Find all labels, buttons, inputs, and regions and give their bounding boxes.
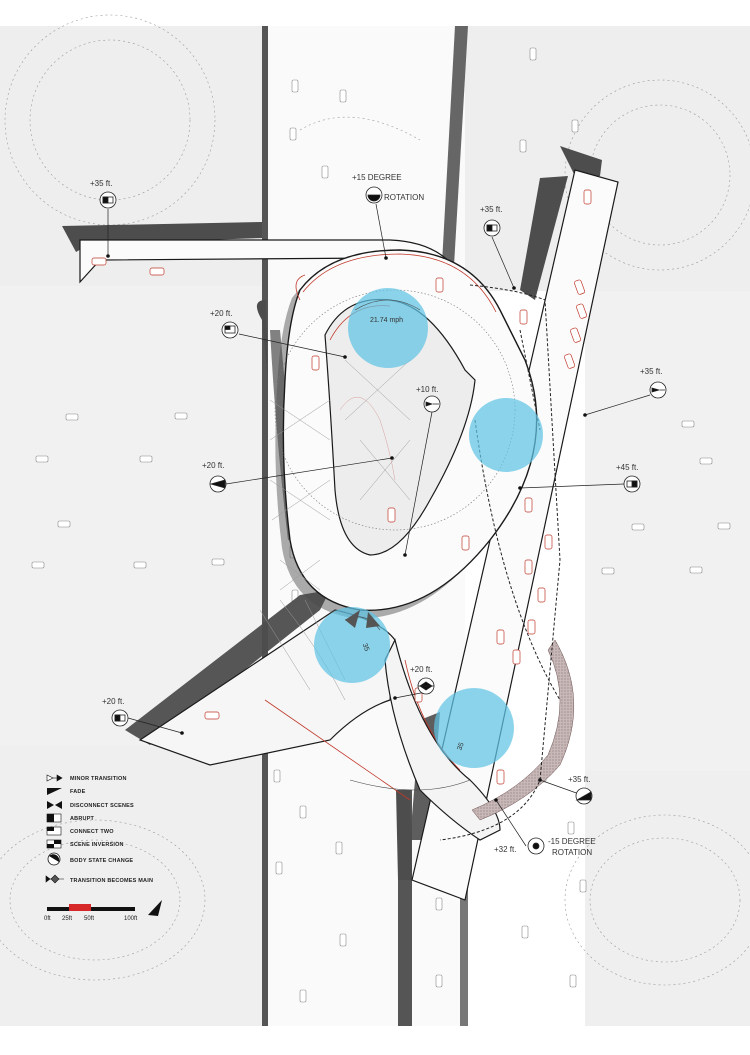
legend: MINOR TRANSITION FADE DISCONNECT SCENES …	[45, 774, 153, 884]
ramp-vehicles	[91, 189, 592, 785]
body-state-marker-2	[527, 837, 545, 855]
label-a13-line1: -15 DEGREE	[548, 837, 596, 846]
legend-label-3: ABRUPT	[70, 816, 95, 822]
abrupt-marker-3	[623, 475, 641, 493]
speed-label-35-a: 35	[361, 643, 370, 653]
label-a13-line2: ROTATION	[552, 848, 592, 857]
label-a1: +35 ft.	[90, 179, 112, 188]
legend-label-1: FADE	[70, 789, 86, 795]
disconnect-scenes-icon	[47, 801, 62, 809]
label-a11: +35 ft.	[568, 775, 590, 784]
label-a12: +32 ft.	[494, 845, 516, 854]
north-arrow-icon	[148, 900, 162, 916]
annotation-labels: +35 ft. +15 DEGREE ROTATION +35 ft. +20 …	[90, 173, 662, 857]
south-curve-ramp	[384, 638, 501, 841]
connect-two-icon	[46, 826, 62, 836]
legend-label-7: TRANSITION BECOMES MAIN	[70, 878, 153, 884]
truss-structure	[259, 359, 411, 701]
scale-accent	[69, 907, 91, 911]
scale-bar: 0ft 25ft 50ft 100ft	[44, 904, 138, 922]
leader-dots	[106, 254, 587, 802]
label-a2-line2: ROTATION	[384, 193, 424, 202]
legend-label-0: MINOR TRANSITION	[70, 776, 127, 782]
label-a8: +45 ft.	[616, 463, 638, 472]
scale-label-0: 0ft	[44, 916, 51, 922]
label-a4: +20 ft.	[210, 309, 232, 318]
transition-becomes-main-icon	[45, 874, 64, 884]
central-loop	[275, 249, 538, 619]
minor-transition-marker-1	[423, 395, 441, 413]
travel-paths	[439, 284, 561, 841]
label-a9: +20 ft.	[410, 665, 432, 674]
bubble-arrows	[345, 610, 380, 628]
annotation-markers	[99, 186, 667, 855]
scale-label-2: 50ft	[84, 916, 94, 922]
abrupt-icon	[46, 813, 62, 823]
minor-transition-icon	[46, 774, 63, 782]
minor-transition-marker-2	[649, 381, 667, 399]
body-state-marker-1	[365, 186, 383, 204]
transition-main-marker	[417, 677, 435, 695]
abrupt-marker-4	[111, 709, 129, 727]
legend-label-4: CONNECT TWO	[70, 829, 114, 835]
abrupt-marker-2	[483, 219, 501, 237]
scene-inversion-icon	[46, 839, 62, 849]
legend-label-6: BODY STATE CHANGE	[70, 858, 133, 864]
label-a10: +20 ft.	[102, 697, 124, 706]
legend-label-5: SCENE INVERSION	[70, 842, 124, 848]
abrupt-marker-1	[99, 191, 117, 209]
fade-icon	[47, 788, 62, 795]
scale-label-3: 100ft	[124, 916, 138, 922]
legend-label-2: DISCONNECT SCENES	[70, 803, 134, 809]
connect-two-marker	[221, 321, 239, 339]
speed-label-mph: 21.74 mph	[370, 317, 403, 324]
scale-label-1: 25ft	[62, 916, 72, 922]
label-a2-line1: +15 DEGREE	[352, 173, 402, 182]
label-a3: +35 ft.	[480, 205, 502, 214]
speed-bubble-1	[348, 288, 428, 368]
fade-marker-1	[209, 475, 227, 493]
label-a7: +20 ft.	[202, 461, 224, 470]
gravel-strip	[471, 639, 574, 821]
annotation-leader-lines	[107, 203, 651, 847]
speed-label-35-b: 35	[456, 742, 465, 752]
label-a5: +10 ft.	[416, 385, 438, 394]
body-state-change-icon	[47, 852, 61, 866]
ground-guide-lines	[0, 14, 750, 986]
fade-marker-2	[575, 787, 593, 805]
speed-bubble-4	[434, 688, 514, 768]
label-a6: +35 ft.	[640, 367, 662, 376]
speed-bubble-2	[469, 398, 543, 472]
